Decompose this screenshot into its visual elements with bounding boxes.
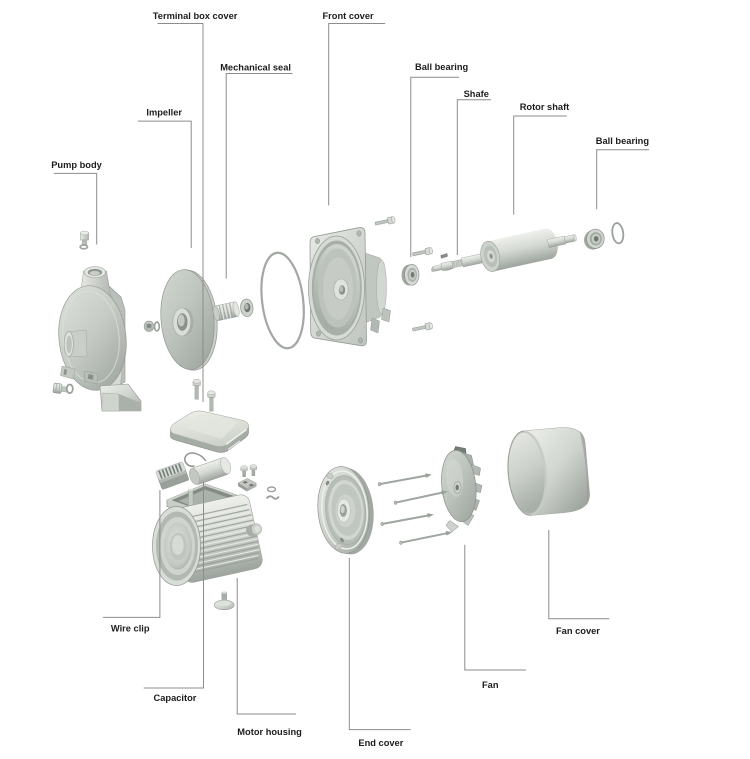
svg-text:Impeller: Impeller: [146, 108, 182, 118]
svg-text:Pump body: Pump body: [51, 160, 102, 170]
svg-text:Mechanical seal: Mechanical seal: [220, 63, 291, 73]
svg-text:Shafe: Shafe: [464, 89, 489, 99]
svg-text:Ball bearing: Ball bearing: [415, 62, 469, 72]
svg-text:Terminal box cover: Terminal box cover: [153, 11, 238, 21]
svg-text:Rotor shaft: Rotor shaft: [520, 102, 570, 112]
svg-text:Wire clip: Wire clip: [111, 624, 150, 634]
svg-text:Motor housing: Motor housing: [237, 727, 302, 737]
svg-text:Ball bearing: Ball bearing: [596, 136, 650, 146]
svg-text:End cover: End cover: [358, 738, 403, 748]
svg-text:Fan: Fan: [482, 680, 499, 690]
svg-text:Capacitor: Capacitor: [154, 693, 197, 703]
svg-text:Front cover: Front cover: [323, 11, 375, 21]
svg-text:Fan cover: Fan cover: [556, 626, 600, 636]
